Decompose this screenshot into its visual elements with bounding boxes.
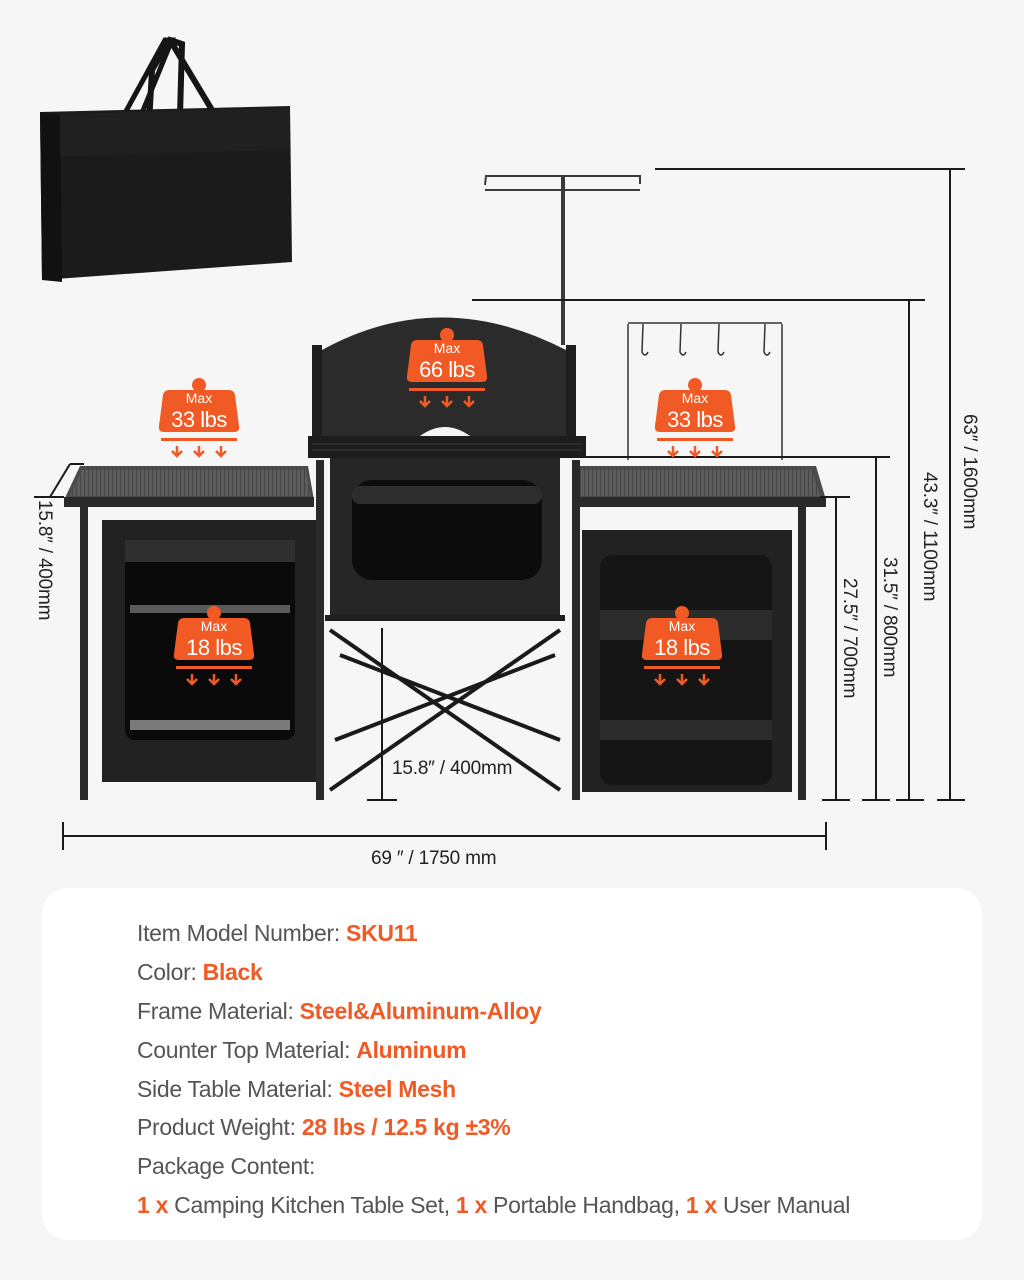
package-item: User Manual (716, 1192, 851, 1219)
dimension-lines (34, 168, 965, 850)
badge-value: 18 lbs (654, 635, 710, 660)
spec-value: 28 lbs / 12.5 kg ±3% (301, 1114, 511, 1141)
weight-icon (173, 606, 255, 686)
spec-value: Steel Mesh (338, 1075, 456, 1102)
package-content-list: 1 x Camping Kitchen Table Set, 1 x Porta… (137, 1186, 850, 1225)
badge-value: 33 lbs (171, 407, 227, 432)
dim-side-table-height: 27.5″ / 700mm (839, 578, 860, 699)
spec-label: Color: (137, 958, 203, 985)
badge-label: Max (185, 390, 213, 406)
spec-package-content: Package Content: (137, 1147, 850, 1186)
spec-side-table-material: Side Table Material: Steel Mesh (137, 1070, 850, 1109)
load-badge-right-cabinet: Max 18 lbs (640, 602, 724, 686)
dim-total-width: 69 ″ / 1750 mm (371, 848, 497, 869)
load-badge-right-table: Max 33 lbs (653, 374, 737, 458)
spec-frame-material: Frame Material: Steel&Aluminum-Alloy (137, 992, 850, 1031)
dim-counter-height: 31.5″ / 800mm (879, 557, 900, 678)
spec-label: Frame Material: (137, 997, 300, 1024)
badge-value: 18 lbs (186, 635, 242, 660)
badge-value: 66 lbs (419, 357, 475, 382)
spec-list: Item Model Number: SKU11 Color: Black Fr… (137, 914, 850, 1225)
spec-value: Black (202, 958, 263, 985)
badge-label: Max (681, 390, 709, 406)
handbag-image (40, 36, 292, 282)
package-qty: 1 x (449, 1192, 487, 1219)
load-badge-center-counter: Max 66 lbs (405, 324, 489, 408)
dim-shelf-clearance: 15.8″ / 400mm (392, 758, 513, 779)
spec-label: Item Model Number: (137, 920, 347, 946)
load-badge-left-cabinet: Max 18 lbs (172, 602, 256, 686)
spec-card (42, 888, 982, 1240)
package-qty: 1 x (679, 1192, 717, 1219)
spec-label: Product Weight: (137, 1114, 302, 1141)
dim-side-table-depth: 15.8″ / 400mm (34, 500, 55, 621)
package-qty: 1 x (137, 1192, 169, 1219)
spec-color: Color: Black (137, 953, 850, 992)
weight-icon (654, 378, 736, 458)
spec-label: Package Content: (137, 1153, 316, 1180)
badge-label: Max (433, 340, 461, 356)
camping-kitchen-table-image (64, 175, 826, 800)
spec-label: Side Table Material: (137, 1075, 339, 1102)
package-item: Portable Handbag, (486, 1192, 680, 1219)
spec-product-weight: Product Weight: 28 lbs / 12.5 kg ±3% (137, 1108, 850, 1147)
load-badge-left-table: Max 33 lbs (157, 374, 241, 458)
weight-icon (158, 378, 240, 458)
badge-value: 33 lbs (667, 407, 723, 432)
badge-label: Max (668, 618, 696, 634)
package-item: Camping Kitchen Table Set, (168, 1192, 450, 1219)
spec-counter-top-material: Counter Top Material: Aluminum (137, 1031, 850, 1070)
spec-value: Aluminum (356, 1036, 467, 1063)
lantern-pole (484, 175, 641, 345)
spec-model-number: Item Model Number: SKU11 (137, 914, 850, 953)
spec-value: Steel&Aluminum-Alloy (299, 997, 542, 1024)
hook-rack (627, 322, 783, 460)
dim-windscreen-height: 43.3″ / 1100mm (919, 472, 940, 602)
spec-label: Counter Top Material: (137, 1036, 357, 1063)
dim-total-height: 63″ / 1600mm (959, 414, 980, 530)
weight-icon (641, 606, 723, 686)
badge-label: Max (200, 618, 228, 634)
spec-value: SKU11 (346, 920, 418, 946)
weight-icon (406, 328, 488, 408)
